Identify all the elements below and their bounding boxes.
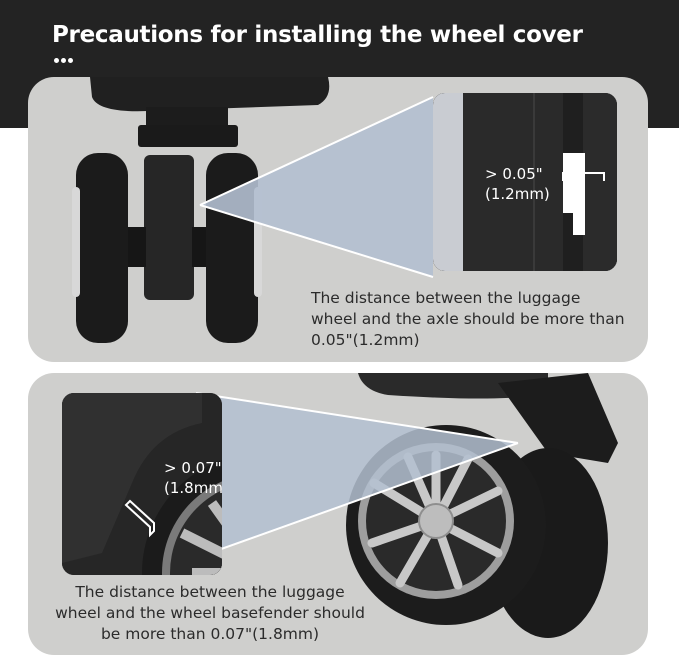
panel-caption: The distance between the luggage wheel a… — [55, 583, 365, 643]
measurement-value: > 0.07" — [164, 459, 222, 477]
closeup-fender-inset: > 0.07" (1.8mm) — [62, 393, 222, 575]
closeup-axle-inset: > 0.05" (1.2mm) — [433, 93, 617, 271]
panel-fender-clearance: > 0.07" (1.8mm) The distance between the… — [28, 373, 648, 655]
panel-axle-clearance: > 0.05" (1.2mm) The distance between the… — [28, 77, 648, 362]
caster-wheel-illustration — [72, 77, 434, 343]
measurement-metric: (1.8mm) — [164, 479, 222, 497]
measurement-value: > 0.05" — [485, 165, 543, 183]
dots-decoration — [54, 58, 73, 63]
panel-caption: The distance between the luggage wheel a… — [311, 289, 625, 349]
spinner-wheel-illustration — [195, 373, 618, 638]
measurement-metric: (1.2mm) — [485, 185, 550, 203]
page-title: Precautions for installing the wheel cov… — [52, 22, 583, 48]
